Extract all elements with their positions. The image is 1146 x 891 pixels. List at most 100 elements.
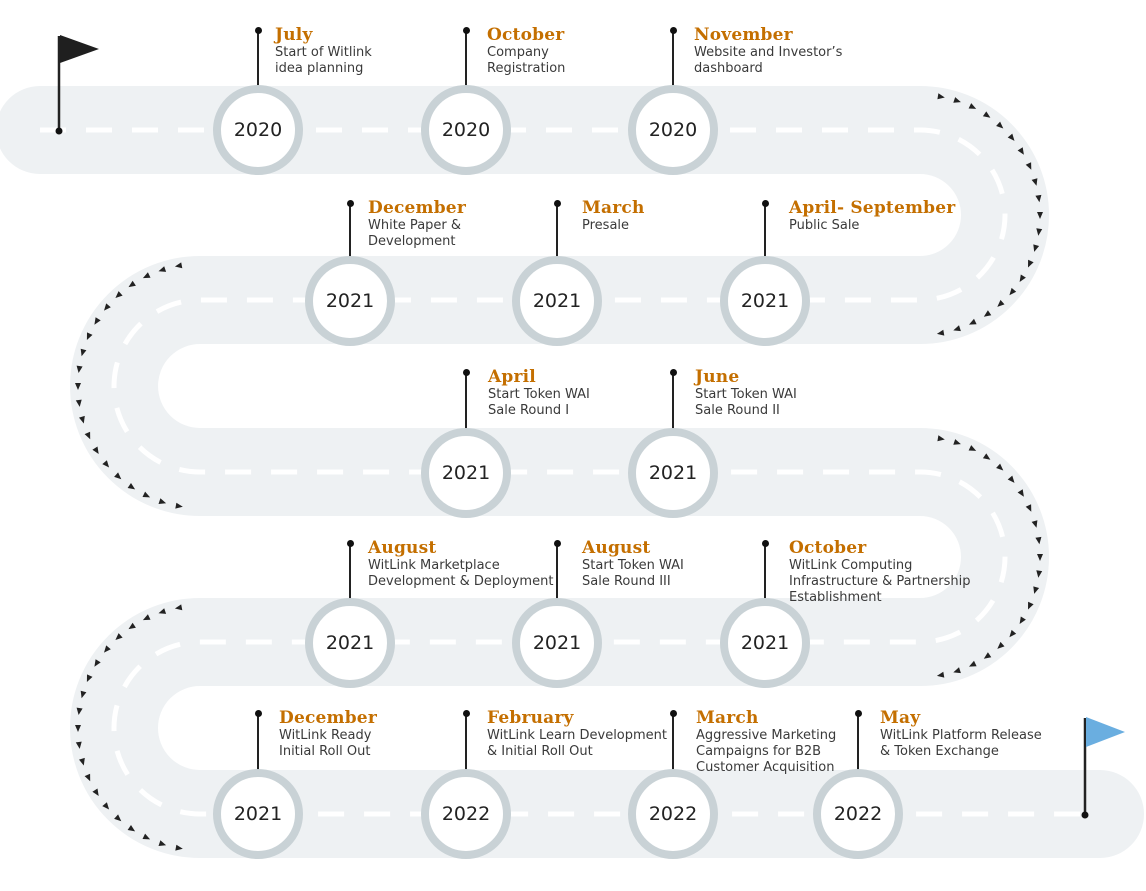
- direction-arrow-icon: [79, 415, 85, 424]
- milestone-connector: [556, 203, 558, 263]
- direction-arrow-icon: [142, 614, 151, 621]
- milestone-description: Development: [368, 234, 456, 249]
- milestone-description: WitLink Platform Release: [880, 728, 1042, 743]
- direction-arrow-icon: [102, 460, 110, 468]
- direction-arrow-icon: [80, 690, 87, 699]
- direction-arrow-icon: [996, 463, 1004, 471]
- milestone-description: Initial Roll Out: [279, 744, 371, 759]
- direction-arrow-icon: [1019, 274, 1026, 282]
- milestone-description: Registration: [487, 61, 566, 76]
- milestone-month: May: [880, 708, 921, 728]
- direction-arrow-icon: [937, 93, 945, 100]
- direction-arrow-icon: [953, 325, 961, 332]
- milestone-connector: [672, 713, 674, 776]
- milestone-month: December: [279, 708, 377, 728]
- direction-arrow-icon: [142, 272, 151, 279]
- direction-arrow-icon: [86, 674, 93, 682]
- milestone-connector: [857, 713, 859, 776]
- milestone-connector: [465, 372, 467, 435]
- milestone-description: White Paper &: [368, 218, 462, 233]
- milestone-connector: [349, 203, 351, 263]
- direction-arrow-icon: [1035, 536, 1042, 545]
- direction-arrow-icon: [1019, 616, 1026, 624]
- direction-arrow-icon: [953, 97, 961, 103]
- milestone-month: February: [487, 708, 574, 728]
- milestone-description: Customer Acquisition: [696, 760, 835, 775]
- milestone-year: 2020: [421, 85, 511, 175]
- direction-arrow-icon: [1017, 147, 1024, 155]
- milestone-pin-dot: [669, 709, 677, 717]
- milestone-description: Campaigns for B2B: [696, 744, 822, 759]
- direction-arrow-icon: [127, 483, 136, 490]
- milestone-year: 2021: [305, 598, 395, 688]
- direction-arrow-icon: [76, 365, 83, 373]
- milestone-month: March: [582, 198, 645, 218]
- milestone-description: Website and Investor’s: [694, 45, 843, 60]
- milestone-description: WitLink Marketplace: [368, 558, 500, 573]
- direction-arrow-icon: [115, 633, 123, 640]
- direction-arrow-icon: [94, 317, 101, 325]
- direction-arrow-icon: [1017, 489, 1024, 497]
- direction-arrow-icon: [968, 103, 977, 109]
- direction-arrow-icon: [969, 318, 977, 325]
- milestone-connector: [556, 543, 558, 605]
- start-flag-icon: [54, 32, 104, 136]
- direction-arrow-icon: [982, 111, 991, 118]
- milestone-description: & Token Exchange: [880, 744, 999, 759]
- milestone-description: Establishment: [789, 590, 882, 605]
- direction-arrow-icon: [92, 788, 99, 796]
- milestone-year: 2021: [213, 769, 303, 859]
- milestone-description: WitLink Ready: [279, 728, 372, 743]
- milestone-year: 2022: [421, 769, 511, 859]
- milestone-month: March: [696, 708, 759, 728]
- milestone-year: 2022: [813, 769, 903, 859]
- direction-arrow-icon: [127, 825, 136, 832]
- milestone-pin-dot: [254, 26, 262, 34]
- direction-arrow-icon: [94, 659, 101, 667]
- milestone-year: 2021: [512, 256, 602, 346]
- milestone-description: Infrastructure & Partnership: [789, 574, 971, 589]
- milestone-pin-dot: [761, 199, 769, 207]
- direction-arrow-icon: [937, 435, 945, 442]
- direction-arrow-icon: [1009, 287, 1017, 296]
- milestone-month: July: [275, 25, 313, 45]
- direction-arrow-icon: [936, 329, 945, 336]
- milestone-year: 2021: [421, 428, 511, 518]
- milestone-description: Start of Witlink: [275, 45, 372, 60]
- milestone-pin-dot: [669, 26, 677, 34]
- milestone-year: 2020: [213, 85, 303, 175]
- milestone-connector: [764, 543, 766, 605]
- milestone-pin-dot: [669, 368, 677, 376]
- direction-arrow-icon: [174, 604, 183, 611]
- milestone-description: Start Token WAI: [695, 387, 797, 402]
- direction-arrow-icon: [104, 303, 111, 311]
- direction-arrow-icon: [142, 833, 151, 840]
- direction-arrow-icon: [1035, 194, 1042, 203]
- direction-arrow-icon: [968, 445, 977, 451]
- direction-arrow-icon: [983, 652, 992, 659]
- direction-arrow-icon: [84, 773, 91, 782]
- milestone-connector: [465, 713, 467, 776]
- direction-arrow-icon: [128, 280, 136, 288]
- direction-arrow-icon: [969, 660, 977, 667]
- direction-arrow-icon: [75, 725, 81, 732]
- milestone-month: December: [368, 198, 466, 218]
- direction-arrow-icon: [1033, 244, 1040, 252]
- direction-arrow-icon: [1037, 212, 1043, 219]
- direction-arrow-icon: [936, 671, 945, 678]
- milestone-description: Public Sale: [789, 218, 860, 233]
- direction-arrow-icon: [1037, 554, 1043, 561]
- direction-arrow-icon: [128, 622, 136, 630]
- milestone-description: & Initial Roll Out: [487, 744, 593, 759]
- direction-arrow-icon: [86, 332, 93, 340]
